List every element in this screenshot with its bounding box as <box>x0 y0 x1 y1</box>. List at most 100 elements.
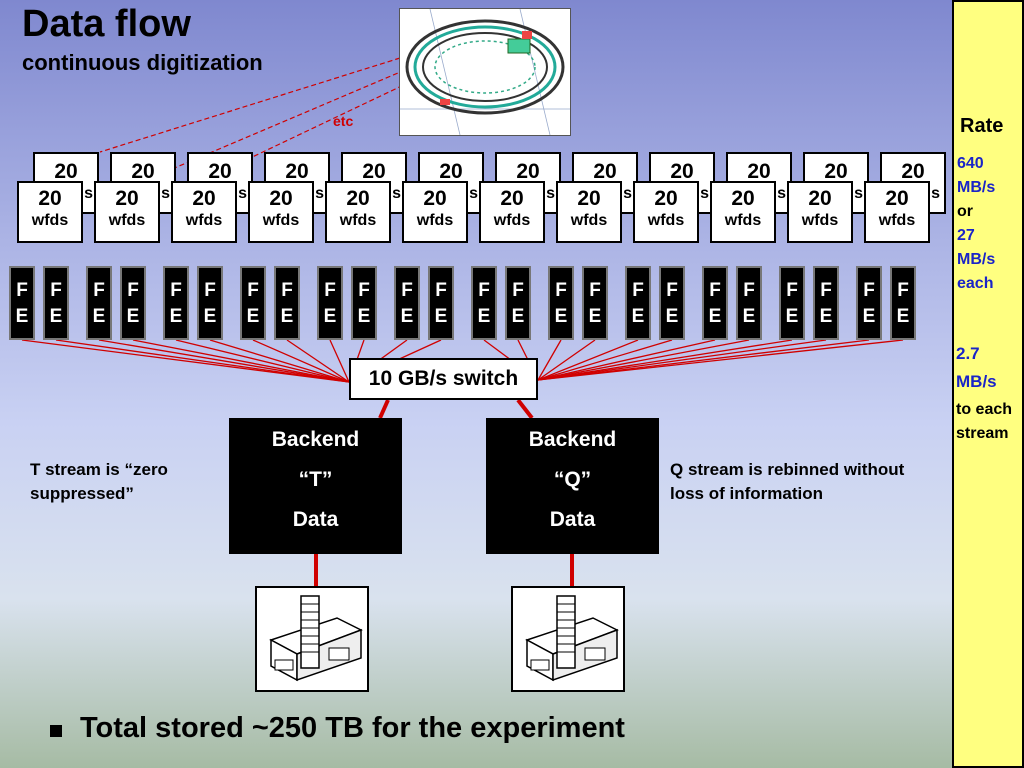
wfd-count: 20 <box>593 160 617 183</box>
fe-letter-e: E <box>554 306 568 327</box>
fe-letter-f: F <box>247 280 259 301</box>
fe-letter-e: E <box>246 306 260 327</box>
fe-letter-e: E <box>819 306 833 327</box>
wfd-count: 20 <box>747 160 771 183</box>
page-subtitle: continuous digitization <box>22 50 263 75</box>
wfd-count: 20 <box>423 187 447 210</box>
fe-letter-f: F <box>897 280 909 301</box>
fe-letter-f: F <box>401 280 413 301</box>
wfd-count: 20 <box>808 187 832 210</box>
fe-letter-e: E <box>357 306 371 327</box>
wfd-label-partial: s <box>546 185 555 202</box>
fe-letter-f: F <box>281 280 293 301</box>
wfd-label-partial: s <box>931 185 940 202</box>
fe-letter-e: E <box>665 306 679 327</box>
wfd-label-partial: s <box>392 185 401 202</box>
rate-27: 27 <box>957 227 975 244</box>
wfd-count: 20 <box>731 187 755 210</box>
fe-letter-f: F <box>632 280 644 301</box>
wfd-label: wfds <box>493 212 531 229</box>
fe-letter-e: E <box>708 306 722 327</box>
fe-letter-e: E <box>323 306 337 327</box>
fe-letter-f: F <box>666 280 678 301</box>
rate-mbs-1: MB/s <box>957 179 996 196</box>
wfd-count: 20 <box>516 160 540 183</box>
page-title: Data flow <box>22 3 191 45</box>
fe-switch-link <box>55 339 350 383</box>
backend-q-line3: Data <box>549 508 596 531</box>
bullet-square <box>50 725 62 737</box>
fe-letter-e: E <box>896 306 910 327</box>
backend-q: Backend “Q” Data <box>486 418 659 554</box>
fe-switch-link <box>252 339 350 383</box>
fe-letter-f: F <box>204 280 216 301</box>
wfd-label-partial: s <box>854 185 863 202</box>
wfd-count: 20 <box>54 160 78 183</box>
fe-letter-f: F <box>555 280 567 301</box>
rate-640: 640 <box>957 155 984 172</box>
rate-or: or <box>957 203 973 220</box>
fe-switch-link <box>286 339 350 383</box>
wfd-label: wfds <box>878 212 916 229</box>
fe-switch-link <box>537 339 639 381</box>
wfd-label-partial: s <box>161 185 170 202</box>
wfd-label-partial: s <box>315 185 324 202</box>
rate-stream: stream <box>956 425 1009 442</box>
fe-letter-e: E <box>203 306 217 327</box>
wfd-count: 20 <box>38 187 62 210</box>
backend-t-line1: Backend <box>271 428 360 451</box>
fe-letter-f: F <box>512 280 524 301</box>
fe-switch-link <box>537 339 596 381</box>
wfd-label-partial: s <box>623 185 632 202</box>
wfd-count: 20 <box>192 187 216 210</box>
wfd-label-partial: s <box>84 185 93 202</box>
wfd-count: 20 <box>654 187 678 210</box>
wfd-count: 20 <box>131 160 155 183</box>
fe-letter-e: E <box>477 306 491 327</box>
fe-letter-e: E <box>742 306 756 327</box>
fe-letter-e: E <box>434 306 448 327</box>
fe-switch-link <box>537 339 716 381</box>
wfd-label-partial: s <box>469 185 478 202</box>
wfd-label-partial: s <box>700 185 709 202</box>
fe-letter-e: E <box>588 306 602 327</box>
fe-letter-e: E <box>862 306 876 327</box>
fe-switch-link <box>537 339 562 381</box>
fe-letter-f: F <box>863 280 875 301</box>
fe-letter-f: F <box>16 280 28 301</box>
fe-letter-e: E <box>169 306 183 327</box>
wfd-count: 20 <box>269 187 293 210</box>
fe-letter-e: E <box>126 306 140 327</box>
wfd-count: 20 <box>346 187 370 210</box>
fe-switch-link <box>132 339 350 383</box>
fe-letter-f: F <box>127 280 139 301</box>
storage-server-q-icon <box>511 586 625 692</box>
fe-letter-e: E <box>49 306 63 327</box>
network-switch: 10 GB/s switch <box>349 358 538 400</box>
fe-letter-e: E <box>631 306 645 327</box>
fe-letter-f: F <box>93 280 105 301</box>
fe-switch-link <box>537 339 827 381</box>
backend-t-line2: “T” <box>298 468 333 491</box>
fe-letter-f: F <box>478 280 490 301</box>
wfd-count: 20 <box>500 187 524 210</box>
wfd-label-partial: s <box>777 185 786 202</box>
